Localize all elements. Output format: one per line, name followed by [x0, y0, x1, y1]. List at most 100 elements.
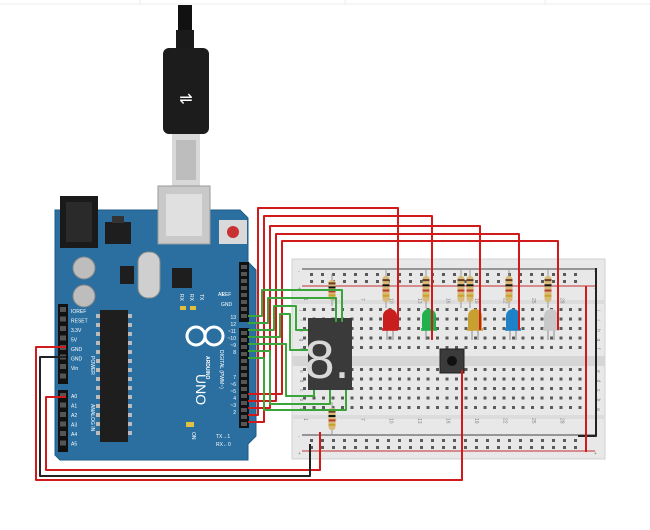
resistor[interactable]	[382, 270, 390, 308]
row-label-right: i	[595, 320, 601, 321]
column-label-bottom: 10	[388, 418, 394, 424]
digital-pin-label: 8	[233, 350, 236, 356]
digital-pin-label: ~5	[230, 389, 236, 395]
analog-pin-label: A1	[71, 404, 77, 410]
column-label-bottom: 16	[445, 418, 451, 424]
wire-gnd[interactable]	[39, 356, 311, 477]
column-label-bottom: 1	[302, 418, 308, 421]
column-label-bottom: 7	[359, 418, 365, 421]
digital-pin-label: ~10	[228, 336, 237, 342]
digital-pin-label: ~6	[230, 382, 236, 388]
analog-pin-label: A3	[71, 423, 77, 429]
resistor[interactable]	[328, 402, 336, 436]
voltage-regulator	[105, 222, 131, 244]
wire-green-1[interactable]	[248, 289, 343, 322]
wire-green-2[interactable]	[248, 297, 337, 324]
digital-pin-label: 4	[233, 396, 236, 402]
power-pin-label: 5V	[71, 338, 78, 344]
column-label-bottom: 28	[559, 418, 565, 424]
row-label-left: e	[298, 370, 304, 373]
usb-icon: ⇌	[179, 91, 192, 108]
row-label-right: b	[595, 399, 601, 402]
resistor[interactable]	[328, 274, 336, 306]
row-label-right: h	[595, 329, 601, 332]
wire-5v[interactable]	[35, 346, 463, 481]
usb-cable[interactable]: ⇌	[163, 5, 209, 186]
analog-pin-label: A2	[71, 413, 77, 419]
digital-header-high[interactable]	[239, 262, 249, 322]
digital-pin-label: 2	[233, 410, 236, 416]
on-label: ON	[190, 432, 196, 440]
row-label-right: c	[595, 389, 601, 392]
row-label-right: d	[595, 380, 601, 383]
rail-minus-top-left: -	[298, 269, 300, 275]
digital-header-low[interactable]	[239, 328, 249, 428]
led-white[interactable]	[543, 309, 559, 340]
power-header[interactable]	[58, 304, 68, 384]
resistor[interactable]	[544, 270, 552, 308]
resistor[interactable]	[466, 270, 474, 308]
display-digit: 8.	[304, 330, 349, 390]
led-yellow[interactable]	[467, 309, 483, 340]
analog-header[interactable]	[58, 390, 68, 452]
row-label-left: i	[298, 320, 304, 321]
capacitor-2	[72, 284, 96, 308]
digital-pin-label: ~9	[230, 343, 236, 349]
led-red[interactable]	[382, 309, 398, 340]
power-pin-label: GND	[71, 347, 83, 353]
digital-label: DIGITAL (PWM~)	[218, 350, 224, 389]
power-pin-label: 3.3V	[71, 328, 82, 334]
row-label-right: e	[595, 370, 601, 373]
rx-led	[180, 306, 186, 310]
wire-green-4[interactable]	[248, 313, 308, 351]
board-name: ARDUINO	[204, 356, 210, 379]
column-label-bottom: 22	[502, 418, 508, 424]
gnd-top-label: GND	[221, 302, 233, 308]
rx0-label: RX←0	[216, 442, 231, 448]
column-label-top: 13	[416, 298, 422, 304]
arduino-uno-board[interactable]: ARDUINO UNO DIGITAL (PWM~) TX RX RX L ON…	[54, 185, 257, 461]
power-pin-label: GND	[71, 357, 83, 363]
wire-a0[interactable]	[45, 396, 321, 471]
rail-minus-bottom-left: -	[298, 434, 300, 440]
wire-red-4[interactable]	[248, 233, 520, 402]
reset-button[interactable]	[227, 226, 239, 238]
push-button[interactable]	[439, 348, 465, 374]
row-label-left: g	[298, 339, 304, 342]
wire-green-6[interactable]	[248, 350, 331, 405]
resistor[interactable]	[457, 270, 465, 308]
power-pin-label: Vin	[71, 366, 78, 372]
row-label-left: j	[298, 309, 304, 311]
usb-chip	[172, 268, 192, 288]
power-title: POWER	[89, 356, 95, 375]
analog-pin-label: A5	[71, 442, 77, 448]
analog-pin-label: A4	[71, 432, 77, 438]
crystal-oscillator	[137, 251, 161, 299]
column-label-bottom: 25	[530, 418, 536, 424]
rx-led-label: RX	[178, 294, 184, 302]
wire-green-5[interactable]	[248, 343, 315, 397]
digital-pin-label: ~3	[230, 403, 236, 409]
rail-plus-bottom-left: +	[298, 451, 301, 457]
row-label-left: c	[298, 389, 304, 392]
resistor[interactable]	[505, 270, 513, 308]
wire-red-2[interactable]	[248, 215, 433, 423]
wire-green-7[interactable]	[248, 357, 347, 411]
wire-red-1[interactable]	[248, 207, 399, 416]
analog-title: ANALOG IN	[89, 404, 95, 432]
column-label-top: 22	[502, 298, 508, 304]
resistor-group	[328, 270, 552, 436]
column-label-top: 19	[473, 298, 479, 304]
row-label-right: a	[595, 408, 601, 411]
resistor[interactable]	[422, 270, 430, 308]
row-label-right: g	[595, 339, 601, 342]
digital-pin-label: 12	[230, 322, 236, 328]
seven-segment-display[interactable]: 8.	[304, 318, 352, 390]
wire-gnd-rail[interactable]	[578, 268, 597, 437]
wire-green-3[interactable]	[248, 305, 308, 331]
wire-red-3[interactable]	[248, 225, 481, 409]
led-blue[interactable]	[505, 309, 521, 340]
row-label-left: b	[298, 399, 304, 402]
arduino-logo-icon	[185, 325, 225, 347]
